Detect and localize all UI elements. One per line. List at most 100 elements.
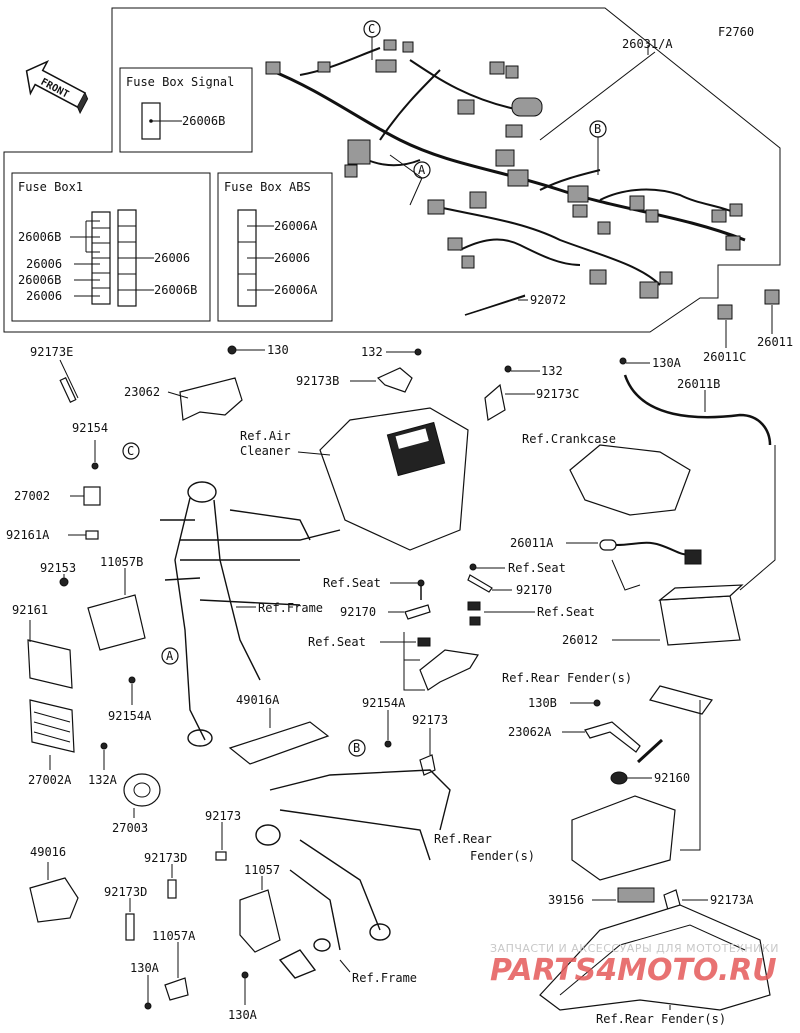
part-26006-box1-c[interactable]: 26006 (26, 289, 62, 303)
clamp-92173c (484, 383, 506, 421)
part-92173e[interactable]: 92173E (30, 345, 73, 359)
fuse-box-abs-frame (217, 172, 333, 322)
part-92173d-b[interactable]: 92173D (104, 885, 147, 899)
part-130-top[interactable]: 130 (267, 343, 289, 357)
part-92173d-a[interactable]: 92173D (144, 851, 187, 865)
front-arrow-icon: FRONT (25, 59, 89, 115)
fuse-box-abs-title: Fuse Box ABS (224, 180, 311, 194)
cover-49016 (29, 877, 79, 923)
clamp-92173b (376, 367, 413, 393)
part-23062a[interactable]: 23062A (508, 725, 552, 739)
part-92154a-mid[interactable]: 92154A (362, 696, 406, 710)
part-26011b[interactable]: 26011B (677, 377, 720, 391)
crankcase-part (569, 444, 691, 516)
ref-rear-fender-3: Ref.Rear Fender(s) (596, 1012, 726, 1026)
part-92160[interactable]: 92160 (654, 771, 690, 785)
part-130a-left[interactable]: 130A (130, 961, 160, 975)
air-cleaner-part (319, 407, 469, 551)
ref-frame-lower: Ref.Frame (352, 971, 417, 985)
ref-seat-1: Ref.Seat (323, 576, 381, 590)
fuse-box-signal-frame (119, 67, 253, 153)
part-26006b-box1-a[interactable]: 26006B (18, 230, 61, 244)
horn-27003 (123, 773, 161, 807)
ref-seat-4: Ref.Seat (537, 605, 595, 619)
part-92072[interactable]: 92072 (530, 293, 566, 307)
part-26006a-abs-b[interactable]: 26006A (274, 283, 318, 297)
bracket-23062a (584, 721, 641, 753)
part-130b[interactable]: 130B (528, 696, 557, 710)
part-92173c[interactable]: 92173C (536, 387, 579, 401)
ecu-27002a (29, 699, 75, 753)
part-27003[interactable]: 27003 (112, 821, 148, 835)
part-26006-box1-a[interactable]: 26006 (154, 251, 190, 265)
part-92170-right[interactable]: 92170 (516, 583, 552, 597)
part-92173-lower[interactable]: 92173 (205, 809, 241, 823)
ref-seat-3: Ref.Seat (508, 561, 566, 575)
part-92161[interactable]: 92161 (12, 603, 48, 617)
part-130a-bottom[interactable]: 130A (228, 1008, 258, 1022)
part-26011c[interactable]: 26011C (703, 350, 746, 364)
fuse-box-1-title: Fuse Box1 (18, 180, 83, 194)
callout-c-mid: C (127, 444, 134, 458)
part-92154a-left[interactable]: 92154A (108, 709, 152, 723)
callout-b-mid: B (353, 741, 360, 755)
part-130a-top[interactable]: 130A (652, 356, 682, 370)
part-132a[interactable]: 132A (88, 773, 118, 787)
part-26006a-abs-a[interactable]: 26006A (274, 219, 318, 233)
part-26006b-box1-b[interactable]: 26006B (18, 273, 61, 287)
fuse-box-abs-fuses (237, 209, 274, 307)
part-26031a[interactable]: 26031/A (622, 37, 673, 51)
ref-air-cleaner-1: Ref.Air (240, 429, 291, 443)
diagram-code: F2760 (718, 25, 754, 39)
part-26006-box1-b[interactable]: 26006 (26, 257, 62, 271)
part-11057b[interactable]: 11057B (100, 555, 143, 569)
pad-49016a (228, 721, 330, 765)
part-92153[interactable]: 92153 (40, 561, 76, 575)
watermark-line2: PARTS4MOTO.RU (490, 953, 777, 988)
main-frame-part (160, 481, 341, 747)
part-39156[interactable]: 39156 (548, 893, 584, 907)
damper-39156 (617, 887, 655, 903)
callout-a-top: A (418, 163, 426, 177)
part-26011[interactable]: 26011 (757, 335, 793, 349)
callout-a-mid: A (166, 649, 174, 663)
part-49016a[interactable]: 49016A (236, 693, 280, 707)
watermark-line1: ЗАПЧАСТИ И АКСЕССУАРЫ ДЛЯ МОТОТЕХНИКИ (490, 942, 779, 955)
part-92173a[interactable]: 92173A (710, 893, 754, 907)
part-11057a[interactable]: 11057A (152, 929, 196, 943)
part-132-right[interactable]: 132 (541, 364, 563, 378)
part-26006-abs[interactable]: 26006 (274, 251, 310, 265)
battery-tray (571, 795, 676, 881)
part-27002[interactable]: 27002 (14, 489, 50, 503)
part-26006b-box1-c[interactable]: 26006B (154, 283, 197, 297)
ref-rear-fender-1: Ref.Rear Fender(s) (502, 671, 632, 685)
part-132-top[interactable]: 132 (361, 345, 383, 359)
callout-c-top: C (368, 22, 375, 36)
part-11057[interactable]: 11057 (244, 863, 280, 877)
part-23062[interactable]: 23062 (124, 385, 160, 399)
ground-cable-26011b (623, 374, 772, 446)
ref-air-cleaner-2: Cleaner (240, 444, 291, 458)
part-92170-left[interactable]: 92170 (340, 605, 376, 619)
part-26012[interactable]: 26012 (562, 633, 598, 647)
fuse-box-1-frame (11, 172, 211, 322)
part-92161a[interactable]: 92161A (6, 528, 50, 542)
part-26006b-signal[interactable]: 26006B (182, 114, 225, 128)
battery-26012 (659, 595, 741, 646)
seat-bracket (419, 649, 479, 691)
harness-panel-outline (3, 7, 781, 333)
bracket-23062 (179, 377, 243, 421)
bracket-11057 (239, 889, 281, 953)
ref-crankcase: Ref.Crankcase (522, 432, 616, 446)
part-49016[interactable]: 49016 (30, 845, 66, 859)
ref-rear-fender-2a: Ref.Rear (434, 832, 492, 846)
callout-b-top: B (594, 122, 601, 136)
part-92173-mid[interactable]: 92173 (412, 713, 448, 727)
part-92154[interactable]: 92154 (72, 421, 108, 435)
bracket-11057b (87, 594, 146, 651)
part-92173b[interactable]: 92173B (296, 374, 339, 388)
part-27002a[interactable]: 27002A (28, 773, 72, 787)
ref-seat-2: Ref.Seat (308, 635, 366, 649)
part-26011a[interactable]: 26011A (510, 536, 554, 550)
